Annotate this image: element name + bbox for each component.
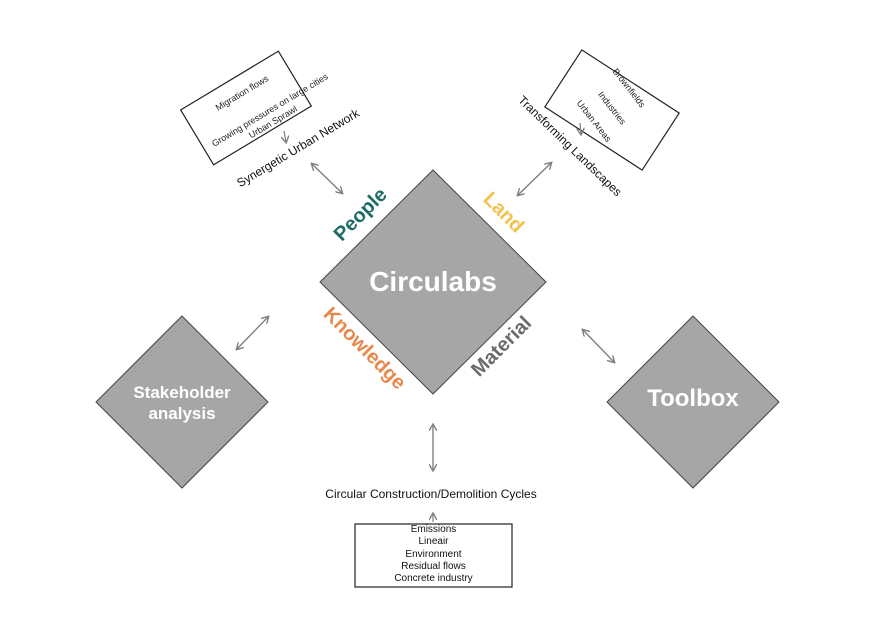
stakeholder-title-line1: Stakeholder — [133, 383, 231, 402]
toolbox-title: Toolbox — [647, 385, 739, 412]
material-caption: Circular Construction/Demolition Cycles — [325, 487, 537, 501]
land-connector-arrow — [518, 163, 551, 195]
material-box — [354, 523, 513, 588]
stakeholder-title-line2: analysis — [148, 404, 216, 423]
material-item: Emissions — [410, 524, 457, 535]
people-box-arrow — [284, 130, 286, 142]
land-box — [544, 49, 680, 171]
people-connector-arrow — [312, 164, 342, 193]
people-box — [179, 50, 313, 166]
land-box-arrow — [580, 122, 581, 134]
circulabs-diamond — [319, 169, 547, 395]
material-item: Environment — [405, 548, 462, 560]
toolbox-diamond — [606, 315, 780, 489]
material-item: Lineair — [418, 536, 449, 548]
stakeholder-title: Stakeholder analysis — [133, 382, 230, 424]
material-item: Residual flows — [401, 560, 466, 572]
material-item: Concrete industry — [394, 573, 473, 585]
circulabs-title: Circulabs — [369, 266, 497, 297]
stakeholder-connector-arrow — [237, 317, 268, 349]
material-items: Emissions Lineair Environment Residual f… — [355, 524, 512, 585]
stakeholder-diamond — [95, 315, 269, 489]
toolbox-connector-arrow — [583, 330, 614, 362]
